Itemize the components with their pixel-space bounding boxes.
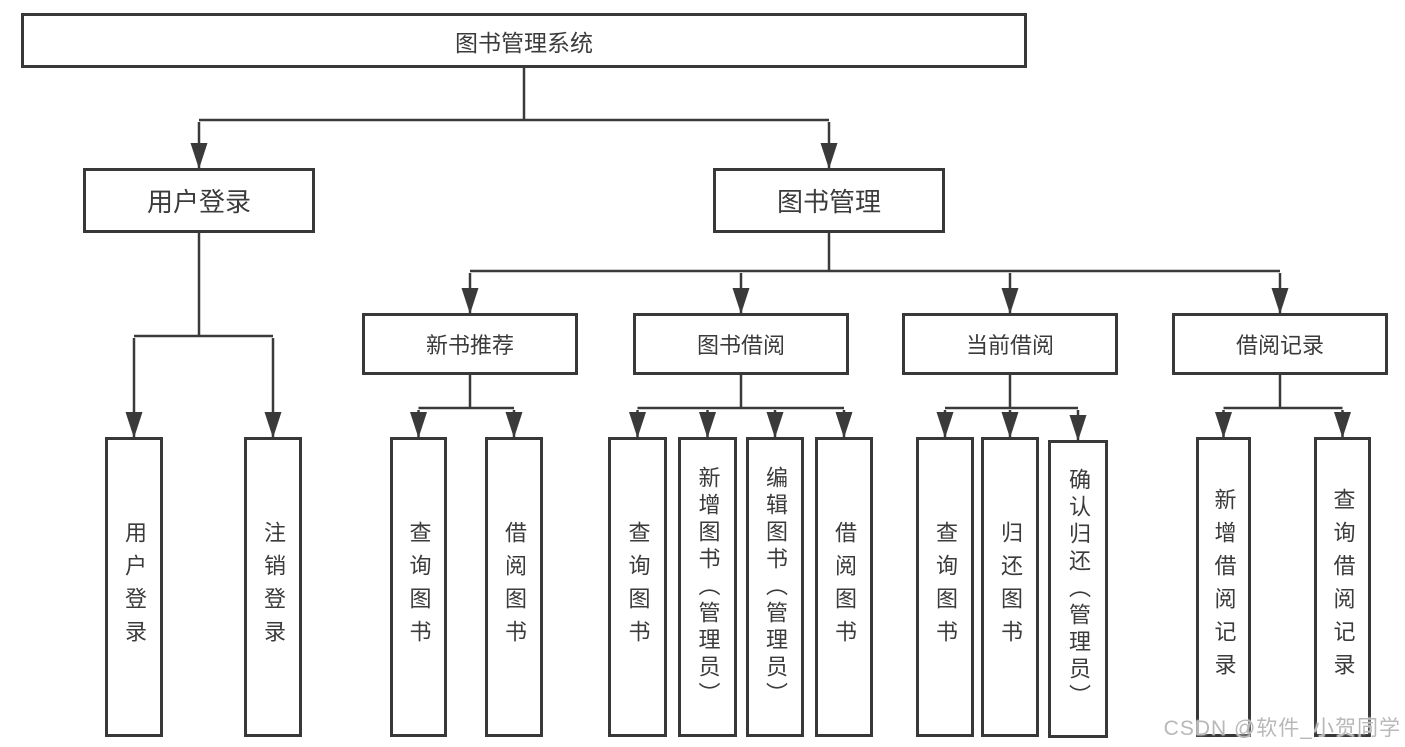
leaf-label: 新增图书（管理员） bbox=[695, 465, 721, 709]
node-new-book-recommend: 新书推荐 bbox=[362, 313, 578, 375]
leaf-borrow-books: 借阅图书 bbox=[485, 437, 543, 737]
leaf-return-books: 归还图书 bbox=[981, 437, 1039, 737]
node-label: 图书借阅 bbox=[696, 333, 785, 358]
leaf-label: 编辑图书（管理员） bbox=[763, 465, 788, 709]
leaf-query-books: 查询图书 bbox=[608, 437, 667, 737]
leaf-query-books: 查询图书 bbox=[390, 437, 447, 737]
leaf-add-book-admin: 新增图书（管理员） bbox=[678, 437, 737, 737]
node-system-root: 图书管理系统 bbox=[21, 13, 1027, 68]
node-label: 用户登录 bbox=[146, 187, 251, 217]
leaf-label: 查询借阅记录 bbox=[1330, 488, 1356, 686]
node-label: 图书管理系统 bbox=[455, 29, 593, 56]
leaf-label: 查询图书 bbox=[625, 521, 651, 653]
node-label: 新书推荐 bbox=[425, 333, 514, 358]
node-borrow-records: 借阅记录 bbox=[1172, 313, 1388, 375]
node-book-management: 图书管理 bbox=[713, 168, 945, 233]
node-user-login: 用户登录 bbox=[83, 168, 315, 233]
leaf-label: 归还图书 bbox=[998, 521, 1023, 653]
node-book-borrow: 图书借阅 bbox=[633, 313, 849, 375]
leaf-query-borrow-record: 查询借阅记录 bbox=[1314, 437, 1371, 737]
leaf-label: 注销登录 bbox=[261, 521, 286, 653]
node-label: 图书管理 bbox=[776, 187, 881, 217]
leaf-logout: 注销登录 bbox=[244, 437, 302, 737]
node-label: 借阅记录 bbox=[1235, 333, 1324, 358]
leaf-edit-book-admin: 编辑图书（管理员） bbox=[746, 437, 804, 737]
leaf-label: 用户登录 bbox=[122, 521, 147, 653]
leaf-label: 查询图书 bbox=[933, 521, 958, 653]
leaf-label: 借阅图书 bbox=[832, 521, 857, 653]
leaf-label: 借阅图书 bbox=[502, 521, 527, 653]
node-current-borrow: 当前借阅 bbox=[902, 313, 1118, 375]
leaf-borrow-books: 借阅图书 bbox=[815, 437, 873, 737]
leaf-label: 确认归还（管理员） bbox=[1066, 467, 1091, 711]
leaf-add-borrow-record: 新增借阅记录 bbox=[1196, 437, 1251, 737]
leaf-query-books: 查询图书 bbox=[916, 437, 974, 737]
leaf-user-login: 用户登录 bbox=[105, 437, 163, 737]
leaf-label: 新增借阅记录 bbox=[1211, 488, 1237, 686]
leaf-label: 查询图书 bbox=[406, 521, 432, 653]
node-label: 当前借阅 bbox=[965, 333, 1054, 358]
csdn-watermark: CSDN @软件_小贺同学 bbox=[1163, 717, 1401, 740]
leaf-confirm-return-admin: 确认归还（管理员） bbox=[1048, 440, 1108, 738]
